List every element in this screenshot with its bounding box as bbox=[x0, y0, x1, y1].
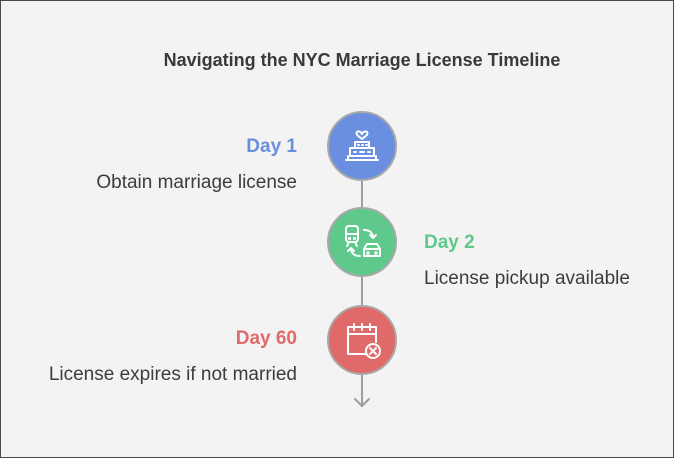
connector-line-3 bbox=[361, 373, 363, 407]
connector-line-2 bbox=[361, 277, 363, 307]
transport-icon bbox=[345, 225, 381, 257]
step-3-node bbox=[327, 305, 397, 375]
step-2-node bbox=[327, 207, 397, 277]
diagram-title: Navigating the NYC Marriage License Time… bbox=[163, 50, 561, 70]
step-1-description: Obtain marriage license bbox=[96, 172, 297, 193]
step-3-day: Day 60 bbox=[235, 328, 297, 349]
step-1-day: Day 1 bbox=[246, 136, 297, 157]
step-2-description: License pickup available bbox=[424, 268, 630, 289]
calendar-x-icon bbox=[347, 323, 381, 359]
wedding-cake-icon bbox=[345, 130, 379, 161]
connector-line-1 bbox=[361, 181, 363, 208]
step-3-description: License expires if not married bbox=[48, 364, 297, 385]
step-1-node bbox=[327, 111, 397, 181]
arrow-down-icon bbox=[354, 398, 370, 407]
step-2-day: Day 2 bbox=[424, 232, 475, 253]
